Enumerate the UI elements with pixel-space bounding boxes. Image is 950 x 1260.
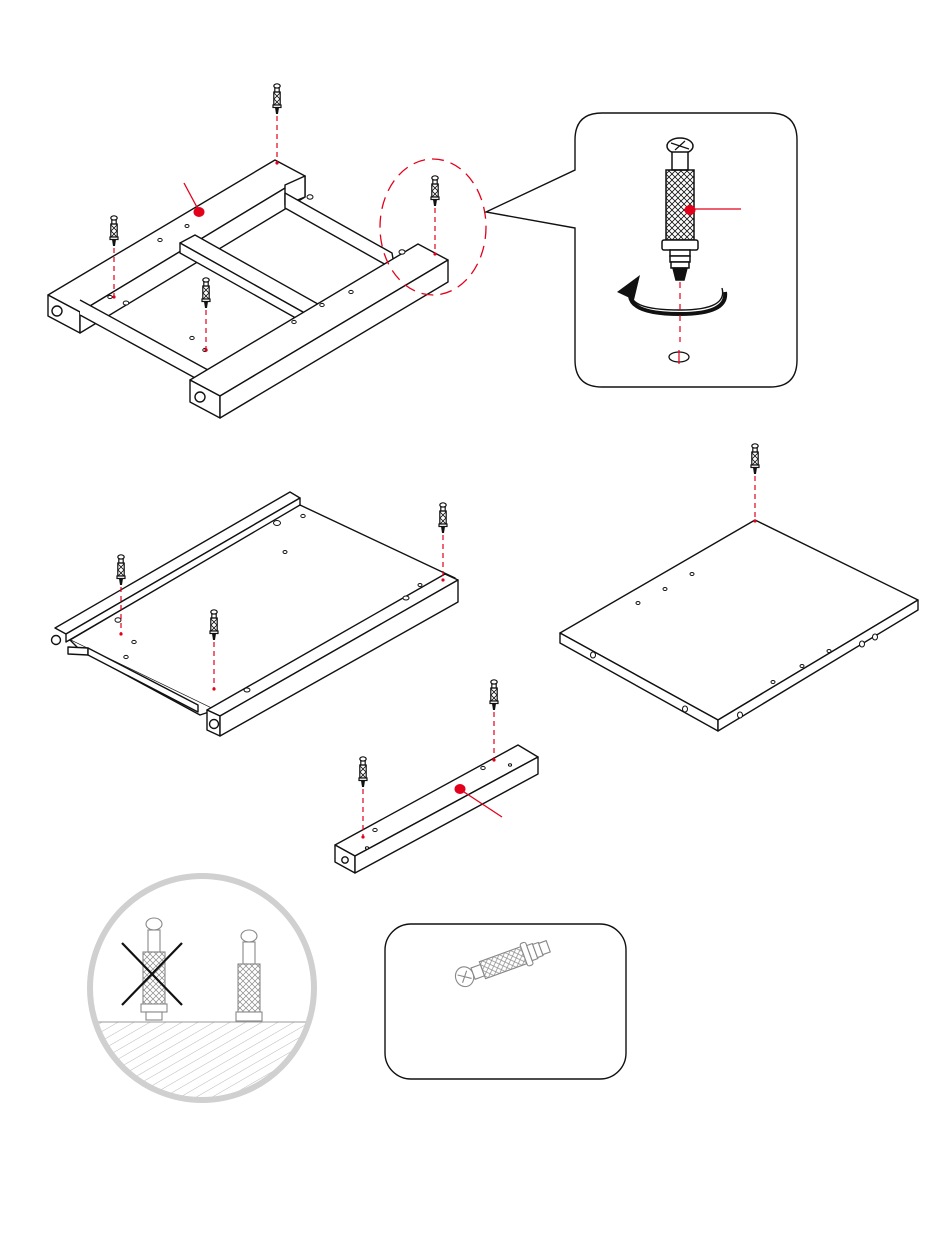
red-marker [455, 784, 466, 794]
hardware-box [385, 924, 626, 1079]
zoom-callout [486, 113, 797, 387]
cam-bolts-step-3 [751, 444, 759, 523]
frame-assembly [48, 160, 448, 418]
flat-panel [560, 520, 918, 731]
correct-incorrect-detail [80, 876, 330, 1122]
red-marker [194, 207, 205, 217]
leader-line [184, 183, 199, 211]
base-panel-with-rails [52, 492, 459, 736]
red-marker [685, 205, 696, 215]
